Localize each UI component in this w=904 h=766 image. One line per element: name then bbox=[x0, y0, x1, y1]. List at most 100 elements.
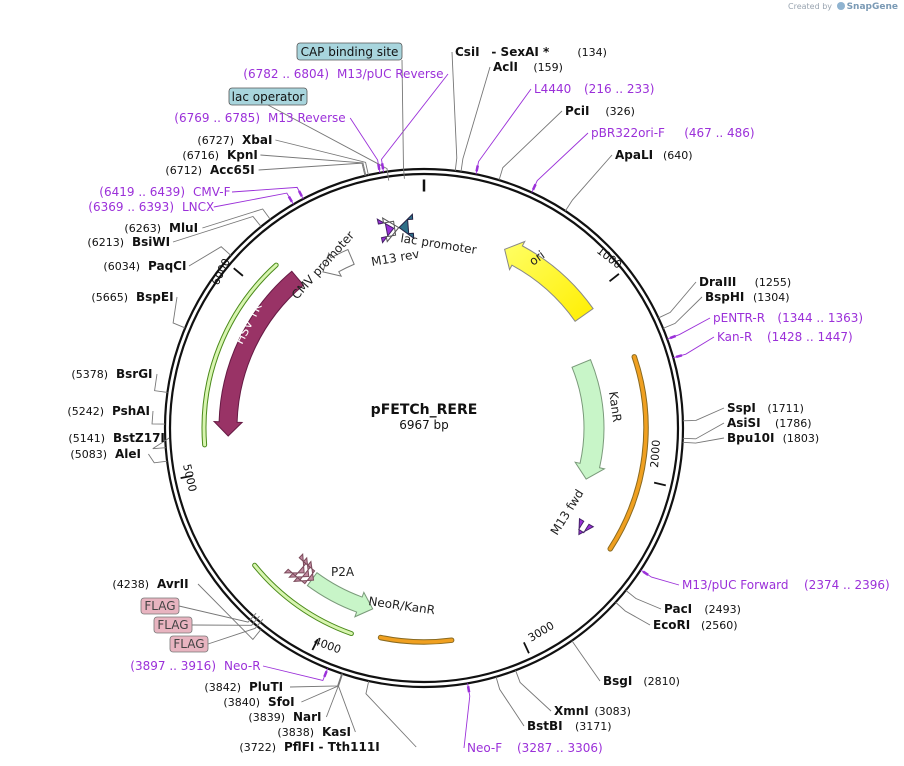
enzyme-site-acc65i[interactable]: Acc65I(6712) bbox=[165, 163, 254, 177]
enzyme-site-xmni[interactable]: XmnI (3083) bbox=[554, 704, 631, 718]
enzyme-name: XmnI bbox=[554, 704, 589, 718]
enzyme-site-pluti[interactable]: PluTI(3842) bbox=[204, 680, 283, 694]
box-leader-1 bbox=[267, 104, 390, 181]
enzyme-name-2: - SexAI * bbox=[491, 45, 550, 59]
primer-name: CMV-F bbox=[193, 185, 231, 199]
flag-label-2: FLAG bbox=[157, 618, 188, 632]
enzyme-site-kpni[interactable]: KpnI(6716) bbox=[182, 148, 257, 162]
primer-range: (2374 .. 2396) bbox=[804, 578, 890, 592]
enzyme-position: (5242) bbox=[67, 405, 104, 418]
enzyme-name: PacI bbox=[664, 602, 692, 616]
primer-name: M13/pUC Reverse bbox=[337, 67, 444, 81]
enzyme-site-sfoi[interactable]: SfoI(3840) bbox=[223, 695, 294, 709]
enzyme-position: (3839) bbox=[248, 711, 285, 724]
enzyme-position: (6712) bbox=[165, 164, 202, 177]
enzyme-site-bstz17i[interactable]: BstZ17I(5141) bbox=[68, 431, 164, 445]
enzyme-site-bsphi[interactable]: BspHI(1304) bbox=[705, 290, 790, 304]
primer-cmv-f[interactable]: CMV-F(6419 .. 6439) bbox=[99, 185, 230, 199]
credit-prefix: Created by bbox=[788, 2, 833, 11]
enzyme-position: (3083) bbox=[594, 705, 631, 718]
enzyme-site-pcii[interactable]: PciI(326) bbox=[565, 104, 635, 118]
enzyme-site-paci[interactable]: PacI(2493) bbox=[664, 602, 741, 616]
leader-mlui bbox=[202, 208, 271, 229]
leader-paqci bbox=[188, 246, 232, 267]
leader-draiii bbox=[658, 281, 697, 319]
primer-range: (467 .. 486) bbox=[684, 126, 754, 140]
enzyme-site-sspi[interactable]: SspI(1711) bbox=[727, 401, 804, 415]
enzyme-position: (3722) bbox=[239, 741, 276, 754]
enzyme-site-bsiwi[interactable]: BsiWI(6213) bbox=[87, 235, 170, 249]
backbone-inner bbox=[168, 172, 680, 684]
enzyme-site-acli[interactable]: AclI(159) bbox=[493, 60, 563, 74]
primer-kan-r[interactable]: Kan-R(1428 .. 1447) bbox=[717, 330, 853, 344]
enzyme-site-xbai[interactable]: XbaI(6727) bbox=[197, 133, 272, 147]
leader-xmni bbox=[515, 670, 552, 712]
tick-label-5000: 5000 bbox=[180, 463, 199, 493]
enzyme-position: (5083) bbox=[70, 448, 107, 461]
primer-name: L4440 bbox=[534, 82, 571, 96]
primer-leader-neo-f bbox=[463, 683, 471, 749]
enzyme-name: SfoI bbox=[268, 695, 295, 709]
primer-lncx[interactable]: LNCX(6369 .. 6393) bbox=[88, 200, 214, 214]
enzyme-position: (134) bbox=[577, 46, 607, 59]
enzyme-name: PaqCI bbox=[148, 259, 186, 273]
enzyme-site-csii[interactable]: CsiI- SexAI *(134) bbox=[455, 45, 607, 59]
primer-m13-puc-reverse[interactable]: M13/pUC Reverse(6782 .. 6804) bbox=[243, 67, 443, 81]
enzyme-site-apali[interactable]: ApaLI(640) bbox=[615, 148, 693, 162]
leader-acc65i bbox=[258, 162, 366, 176]
scale-tick-5000 bbox=[180, 474, 193, 480]
primer-name: Neo-R bbox=[224, 659, 261, 673]
primer-m13-reverse[interactable]: M13 Reverse(6769 .. 6785) bbox=[174, 111, 345, 125]
neor-kanr-arrow bbox=[306, 571, 374, 618]
primer-name: Neo-F bbox=[467, 741, 502, 755]
enzyme-site-alei[interactable]: AleI(5083) bbox=[70, 447, 141, 461]
box-leader-2 bbox=[178, 605, 257, 623]
enzyme-site-bstbi[interactable]: BstBI(3171) bbox=[527, 719, 612, 733]
leader-bsrgi bbox=[154, 373, 168, 393]
enzyme-site-ecori[interactable]: EcoRI(2560) bbox=[653, 618, 738, 632]
enzyme-site-avrii[interactable]: AvrII(4238) bbox=[112, 577, 188, 591]
primer-range: (216 .. 233) bbox=[584, 82, 654, 96]
flag-box-1 bbox=[140, 597, 180, 615]
primer-neo-r[interactable]: Neo-R(3897 .. 3916) bbox=[130, 659, 260, 673]
primer-range: (6369 .. 6393) bbox=[88, 200, 174, 214]
enzyme-site-nari[interactable]: NarI(3839) bbox=[248, 710, 321, 724]
primer-pbr322ori-f[interactable]: pBR322ori-F(467 .. 486) bbox=[591, 126, 755, 140]
enzyme-site-pflfi[interactable]: PflFI - Tth111I(3722) bbox=[239, 740, 379, 754]
feature-label-m13-fwd: M13 fwd bbox=[548, 487, 587, 538]
enzyme-site-bsrgi[interactable]: BsrGI(5378) bbox=[71, 367, 152, 381]
enzyme-site-mlui[interactable]: MluI(6263) bbox=[124, 221, 198, 235]
feature-label-kanr: KanR bbox=[606, 390, 624, 423]
flag-label-1: FLAG bbox=[144, 599, 175, 613]
enzyme-site-kasi[interactable]: KasI(3838) bbox=[277, 725, 351, 739]
leader-bsiwi bbox=[172, 215, 262, 243]
primer-site-mark bbox=[531, 183, 537, 191]
ori-feature-arrow bbox=[504, 240, 594, 322]
enzyme-site-paqci[interactable]: PaqCI(6034) bbox=[103, 259, 186, 273]
leader-bsphi bbox=[662, 296, 703, 329]
scale-tick-6000 bbox=[233, 267, 244, 277]
tick-label-3000: 3000 bbox=[526, 619, 557, 645]
enzyme-name: BstZ17I bbox=[113, 431, 165, 445]
primer-neo-f[interactable]: Neo-F(3287 .. 3306) bbox=[467, 741, 603, 755]
primer-range: (1428 .. 1447) bbox=[767, 330, 853, 344]
enzyme-site-bsgi[interactable]: BsgI(2810) bbox=[603, 674, 680, 688]
enzyme-name: KpnI bbox=[227, 148, 258, 162]
enzyme-site-pshai[interactable]: PshAI(5242) bbox=[67, 404, 150, 418]
enzyme-site-bpu10i[interactable]: Bpu10I(1803) bbox=[727, 431, 819, 445]
primer-site-mark bbox=[287, 195, 293, 203]
enzyme-position: (5665) bbox=[91, 291, 128, 304]
enzyme-site-asisi[interactable]: AsiSI(1786) bbox=[727, 416, 812, 430]
enzyme-site-bspei[interactable]: BspEI (5665) bbox=[91, 290, 173, 304]
enzyme-position: (640) bbox=[663, 149, 693, 162]
primer-pentr-r[interactable]: pENTR-R(1344 .. 1363) bbox=[713, 311, 863, 325]
scale-tick-1000 bbox=[608, 273, 620, 283]
primer-m13-puc-forward[interactable]: M13/pUC Forward(2374 .. 2396) bbox=[682, 578, 890, 592]
enzyme-site-draiii[interactable]: DraIII(1255) bbox=[699, 275, 791, 289]
enzyme-name: BspEI bbox=[136, 290, 174, 304]
enzyme-position: (1255) bbox=[755, 276, 792, 289]
cap-binding-site-box bbox=[296, 42, 403, 61]
enzyme-name: BsgI bbox=[603, 674, 632, 688]
primer-l4440[interactable]: L4440 (216 .. 233) bbox=[534, 82, 654, 96]
